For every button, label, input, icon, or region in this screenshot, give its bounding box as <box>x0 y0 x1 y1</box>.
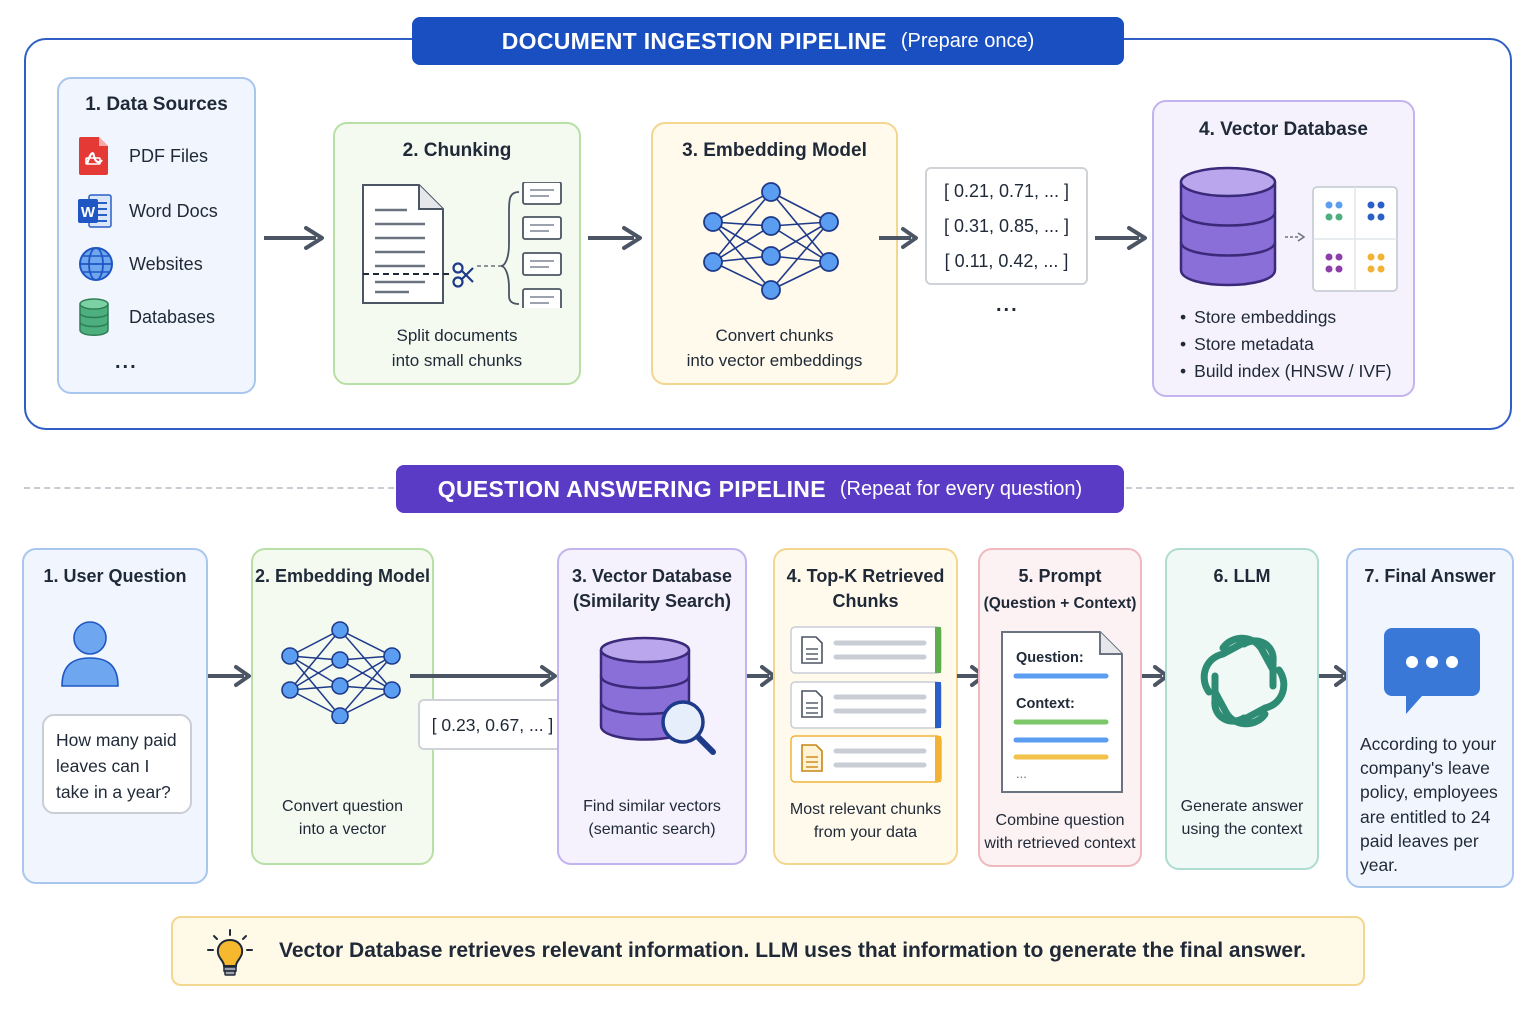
data-sources-title: 1. Data Sources <box>85 94 228 115</box>
arrow-question-to-embedding <box>208 665 251 687</box>
source-websites-label: Websites <box>129 253 203 274</box>
data-sources-card: 1. Data Sources PDF Files W Word Docs <box>57 77 256 394</box>
arrow-embedding-to-vectors <box>879 227 918 249</box>
vector-database-icon <box>1179 166 1277 287</box>
user-question-text: How many paid leaves can I take in a yea… <box>42 714 192 814</box>
final-answer-card: 7. Final Answer According to your compan… <box>1346 548 1514 888</box>
qa-banner: QUESTION ANSWERING PIPELINE (Repeat for … <box>396 465 1124 513</box>
source-word: W Word Docs <box>77 191 218 231</box>
qa-embedding-card: 2. Embedding Model Convert question into… <box>251 548 434 865</box>
prompt-ellipsis: ... <box>1016 766 1027 781</box>
bullet-item: Build index (HNSW / IVF) <box>1180 358 1391 385</box>
summary-tip-text: Vector Database retrieves relevant infor… <box>279 939 1306 962</box>
user-question-card: 1. User Question How many paid leaves ca… <box>22 548 208 884</box>
qa-banner-title: QUESTION ANSWERING PIPELINE <box>437 475 826 502</box>
chunking-caption: Split documents into small chunks <box>391 326 523 370</box>
prompt-question-label: Question: <box>1016 650 1084 666</box>
section-divider-right <box>1126 487 1514 489</box>
qa-embedding-caption: Convert question into a vector <box>282 798 403 838</box>
embedding-vectors-box: [ 0.21, 0.71, ... ] [ 0.31, 0.85, ... ] … <box>925 167 1088 285</box>
chat-bubble-icon <box>1384 628 1480 714</box>
vector-database-card: 4. Vector Database Store embeddings Stor… <box>1152 100 1415 397</box>
document-split-icon <box>362 182 562 308</box>
arrow-vectors-to-database <box>1095 226 1147 250</box>
scissors-icon <box>452 262 474 288</box>
chunk-card-yellow <box>790 735 942 783</box>
qa-vector-database-caption: Find similar vectors (semantic search) <box>583 798 721 838</box>
vector-row: [ 0.11, 0.42, ... ] <box>944 251 1069 271</box>
arrow-chunking-to-embedding <box>588 226 642 250</box>
user-question-title: 1. User Question <box>43 566 187 586</box>
lightbulb-icon <box>207 929 253 976</box>
svg-text:W: W <box>81 204 96 221</box>
index-grid-icon <box>1312 186 1398 292</box>
database-icon <box>79 298 109 336</box>
embedding-model-card: 3. Embedding Model Convert chunks into v… <box>651 122 898 385</box>
vector-row: [ 0.21, 0.71, ... ] <box>943 181 1070 201</box>
ingestion-banner-title: DOCUMENT INGESTION PIPELINE <box>501 27 887 54</box>
source-pdf: PDF Files <box>77 136 208 176</box>
prompt-title: 5. Prompt <box>1018 566 1102 586</box>
bullet-item: Store embeddings <box>1180 304 1392 331</box>
topk-chunks-card: 4. Top-K Retrieved Chunks Most relev <box>773 548 958 865</box>
question-vector-text: [ 0.23, 0.67, ... ] <box>431 715 554 735</box>
topk-chunks-caption: Most relevant chunks from your data <box>789 801 942 841</box>
topk-chunks-title: 4. Top-K Retrieved Chunks <box>786 566 945 611</box>
chunking-card: 2. Chunking Split documents into small c… <box>333 122 581 385</box>
vector-row: [ 0.31, 0.85, ... ] <box>943 216 1070 236</box>
embedding-model-caption: Convert chunks into vector embeddings <box>686 326 863 370</box>
arrow-embedding-to-vector-db <box>410 665 557 687</box>
vector-database-title: 4. Vector Database <box>1199 119 1368 140</box>
chunk-card-green <box>790 626 942 674</box>
source-pdf-label: PDF Files <box>129 145 209 166</box>
magnifier-icon <box>661 700 716 755</box>
summary-tip: Vector Database retrieves relevant infor… <box>171 916 1365 986</box>
ingestion-banner-subtitle: (Prepare once) <box>900 29 1035 52</box>
final-answer-text: According to your company's leave policy… <box>1360 734 1498 876</box>
prompt-caption: Combine question with retrieved context <box>984 812 1136 852</box>
final-answer-title: 7. Final Answer <box>1364 566 1496 586</box>
source-word-label: Word Docs <box>129 200 218 221</box>
embedding-model-title: 3. Embedding Model <box>682 140 867 161</box>
source-databases: Databases <box>77 297 215 337</box>
vector-database-search-icon <box>599 636 716 755</box>
prompt-subtitle: (Question + Context) <box>983 595 1137 612</box>
arrow-sources-to-chunking <box>264 226 324 250</box>
globe-icon <box>79 247 113 281</box>
neural-network-icon <box>281 621 401 724</box>
bullet-item: Store metadata <box>1180 331 1392 358</box>
user-icon <box>61 621 119 687</box>
prompt-context-label: Context: <box>1016 696 1075 712</box>
prompt-document: Question: Context: ... <box>1000 630 1124 794</box>
qa-embedding-title: 2. Embedding Model <box>254 566 430 586</box>
ingestion-banner: DOCUMENT INGESTION PIPELINE (Prepare onc… <box>412 17 1124 65</box>
llm-caption: Generate answer using the context <box>1180 798 1304 838</box>
retrieved-chunks-icon <box>790 626 942 783</box>
llm-title: 6. LLM <box>1213 566 1271 586</box>
pdf-icon <box>79 137 108 175</box>
chunk-card-blue <box>790 681 942 729</box>
llm-card: 6. LLM Generate answer using the context <box>1165 548 1319 870</box>
question-vector-box: [ 0.23, 0.67, ... ] <box>418 699 567 750</box>
qa-vector-database-title: 3. Vector Database (Similarity Search) <box>571 566 733 611</box>
source-databases-label: Databases <box>129 306 216 327</box>
arrow-to-index-icon <box>1285 232 1306 242</box>
vectors-more: ... <box>996 294 1019 316</box>
vector-database-bullets: Store embeddings Store metadata Build in… <box>1180 304 1392 385</box>
prompt-card: 5. Prompt (Question + Context) Question:… <box>978 548 1142 867</box>
llm-knot-icon <box>1200 634 1288 728</box>
qa-banner-subtitle: (Repeat for every question) <box>839 477 1083 500</box>
qa-vector-database-card: 3. Vector Database (Similarity Search) F… <box>557 548 747 865</box>
document-icon <box>1001 631 1123 793</box>
neural-network-icon <box>703 182 839 300</box>
chunking-title: 2. Chunking <box>402 140 512 161</box>
source-websites: Websites <box>77 244 203 284</box>
sources-more: ... <box>115 351 138 373</box>
section-divider-left <box>24 487 394 489</box>
word-icon: W <box>78 194 112 228</box>
